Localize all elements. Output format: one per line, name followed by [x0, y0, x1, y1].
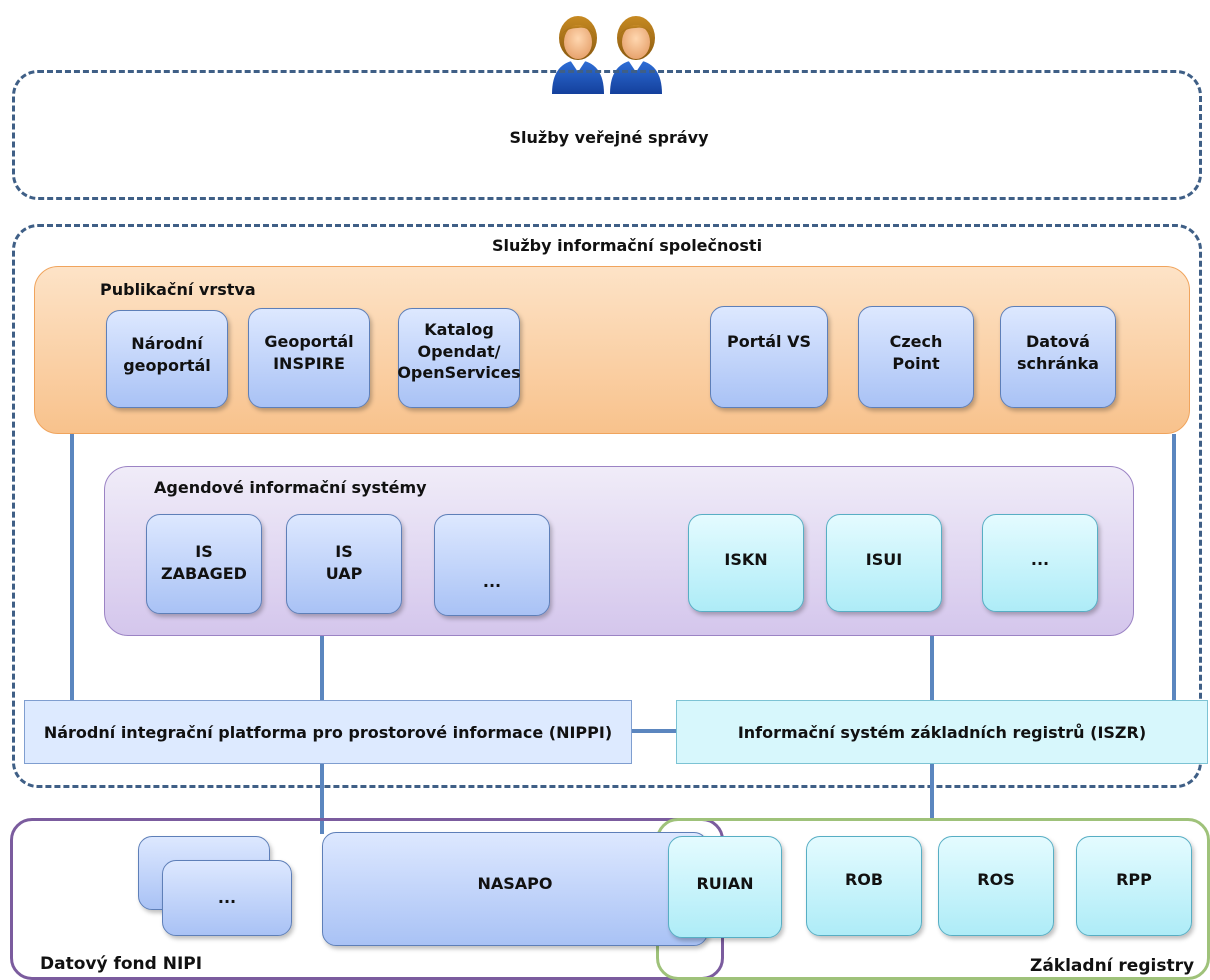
is-uap-box: IS UAP: [286, 514, 402, 614]
publication-layer-title: Publikační vrstva: [100, 280, 256, 299]
data-fund-caption: Datový fond NIPI: [40, 954, 203, 974]
agenda-ellipsis-box: ...: [434, 514, 550, 616]
public-services-title: Služby veřejné správy: [509, 128, 709, 147]
base-registries-caption: Základní registry: [1030, 956, 1195, 976]
registry-ellipsis-box: ...: [982, 514, 1098, 612]
agenda-systems-title: Agendové informační systémy: [154, 478, 427, 497]
katalog-opendat-box: Katalog Opendat/ OpenServices: [397, 308, 521, 408]
nippi-bar: Národní integrační platforma pro prostor…: [24, 700, 632, 764]
isui-box: ISUI: [826, 514, 942, 612]
geoportal-inspire-box: Geoportál INSPIRE: [248, 308, 370, 408]
data-fund-stack-front: ...: [162, 860, 292, 936]
narodni-geoportal-box: Národní geoportál: [106, 310, 228, 408]
connector-agenda-nippi: [320, 636, 324, 700]
iskn-box: ISKN: [688, 514, 804, 612]
is-zabaged-box: IS ZABAGED: [146, 514, 262, 614]
user-icon: [610, 16, 662, 94]
ruian-box: RUIAN: [668, 836, 782, 938]
connector-left: [70, 434, 74, 700]
ros-box: ROS: [938, 836, 1054, 936]
czech-point-box: Czech Point: [858, 306, 974, 408]
public-services-frame: [12, 70, 1202, 200]
connector-nippi-iszr: [632, 729, 676, 733]
connector-agenda-iszr: [930, 636, 934, 700]
connector-right: [1172, 434, 1176, 700]
connector-nippi-nasapo: [320, 764, 324, 834]
users-icon: [552, 16, 662, 94]
agenda-systems-layer: [104, 466, 1134, 636]
rob-box: ROB: [806, 836, 922, 936]
rpp-box: RPP: [1076, 836, 1192, 936]
connector-iszr-registries: [930, 764, 934, 818]
info-society-title: Služby informační společnosti: [491, 236, 763, 255]
info-society-frame: [12, 224, 1202, 788]
nasapo-box: NASAPO: [322, 832, 708, 946]
datova-schranka-box: Datová schránka: [1000, 306, 1116, 408]
portal-vs-box: Portál VS: [710, 306, 828, 408]
iszr-bar: Informační systém základních registrů (I…: [676, 700, 1208, 764]
user-icon: [552, 16, 604, 94]
